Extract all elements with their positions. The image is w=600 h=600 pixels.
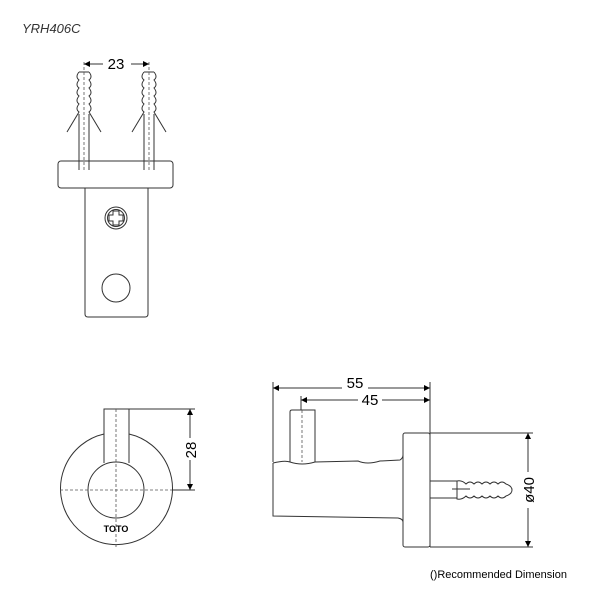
hole xyxy=(101,273,131,303)
anchor-side xyxy=(430,480,470,499)
anchor-left xyxy=(66,71,102,171)
top-view: 23 xyxy=(57,55,174,318)
dim-overall-depth: 55 xyxy=(347,375,364,392)
anchor-right xyxy=(131,71,167,171)
dim-diameter: ø40 xyxy=(521,477,538,503)
hook-stem xyxy=(84,188,149,318)
dim-hook-depth: 45 xyxy=(362,392,379,409)
footnote: ()Recommended Dimension xyxy=(430,569,567,581)
screw-icon xyxy=(104,206,128,230)
toto-logo: TOTO xyxy=(104,524,129,534)
dim-anchor-spacing: 23 xyxy=(108,56,125,73)
front-view: 28 TOTO xyxy=(60,408,200,548)
mount-plate xyxy=(57,160,174,189)
model-code: YRH406C xyxy=(22,21,81,36)
dim-height-28: 28 xyxy=(183,442,200,459)
side-view: 55 45 ø40 xyxy=(272,375,538,548)
